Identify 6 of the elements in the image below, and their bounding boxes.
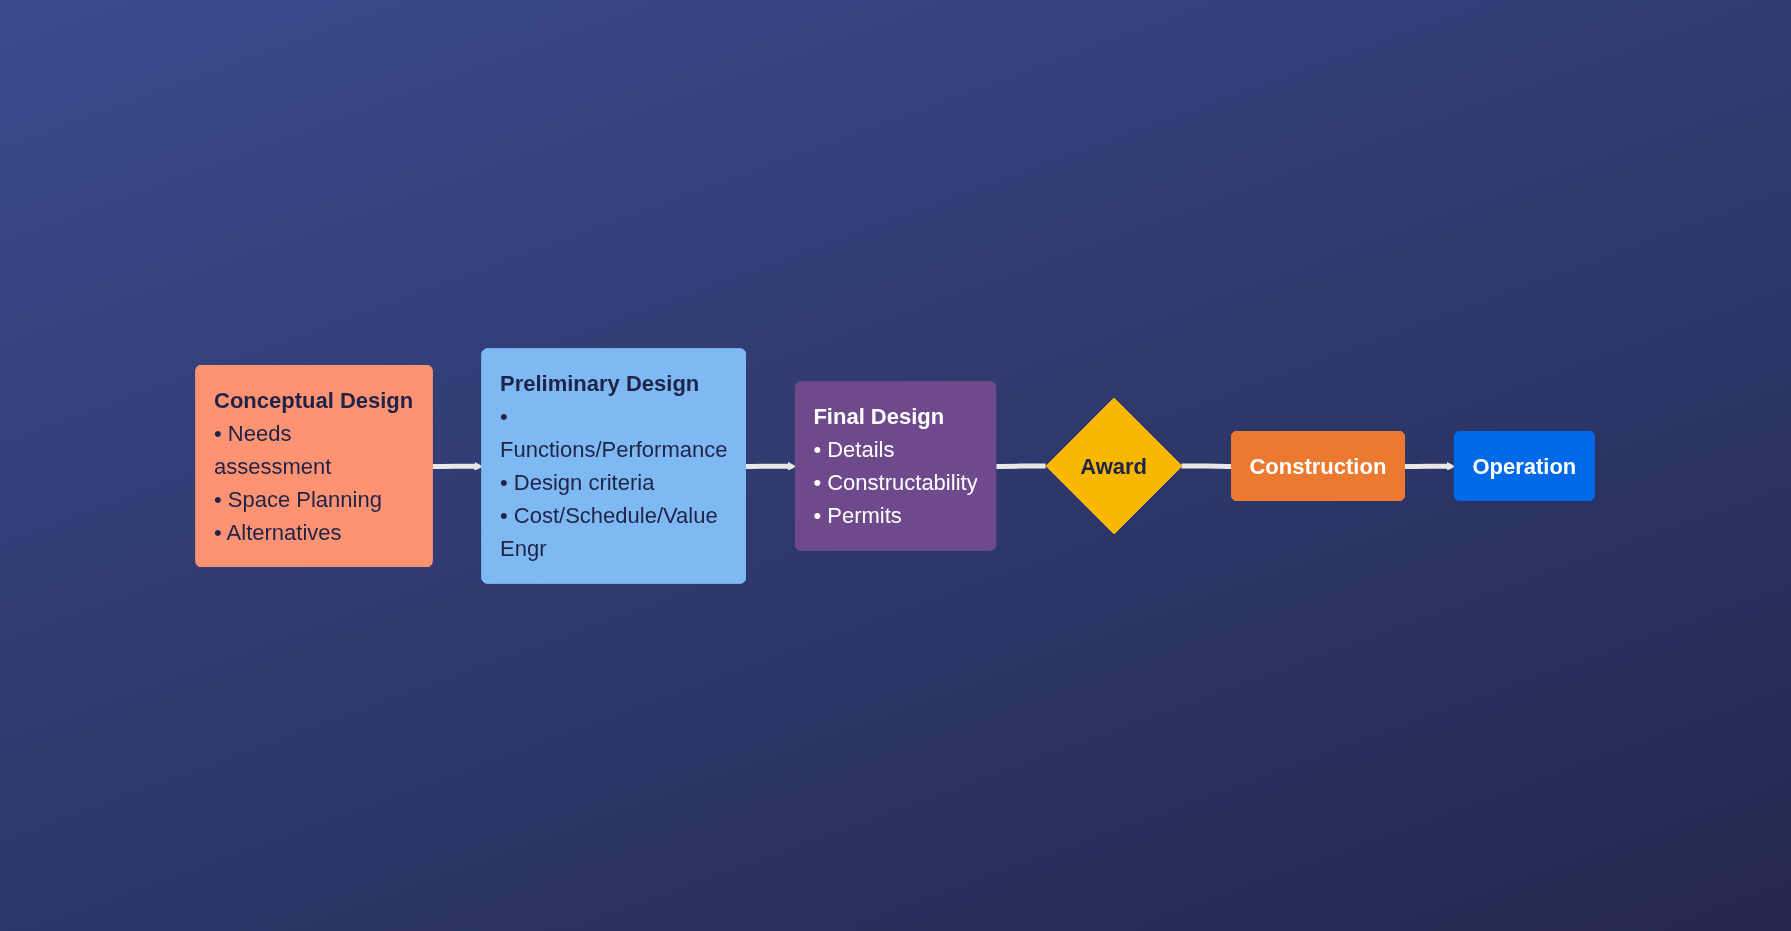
arrow xyxy=(432,461,484,471)
connector xyxy=(996,463,1046,469)
arrow xyxy=(746,461,797,471)
arrow xyxy=(1405,461,1456,471)
node-diamond: Award xyxy=(1046,397,1183,534)
connector xyxy=(1181,463,1233,469)
